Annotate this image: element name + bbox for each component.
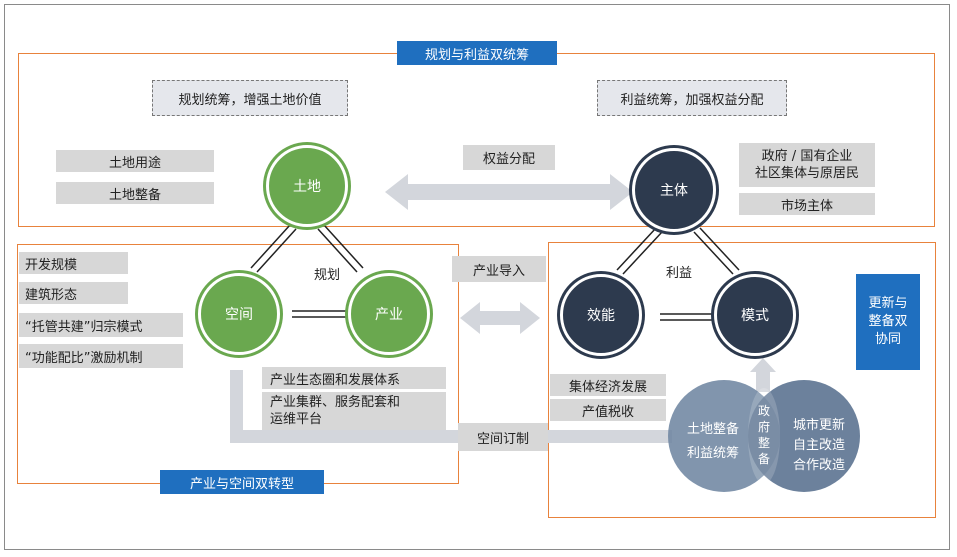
- collective-economy-tag: 集体经济发展: [550, 374, 666, 396]
- planning-overview-box: 规划统筹，增强土地价值: [152, 80, 348, 116]
- dev-scale-tag: 开发规模: [19, 252, 128, 274]
- building-form-tag: 建筑形态: [19, 282, 128, 304]
- synergy-line2: 整备双: [868, 314, 908, 329]
- venn-right-line2: 自主改造: [792, 438, 845, 453]
- government-line2: 社区集体与原居民: [754, 166, 859, 181]
- bottom-banner: 产业与空间双转型: [160, 470, 324, 494]
- venn-mid-line2: 府: [757, 420, 770, 434]
- mode-circle: 模式: [714, 274, 796, 356]
- venn-mid-line1: 政: [757, 404, 770, 418]
- synergy-box: 更新与 整备双 协同: [856, 274, 920, 370]
- planning-label: 规划: [314, 268, 341, 283]
- venn-left-line2: 利益统筹: [686, 446, 739, 461]
- function-ratio-tag: “功能配比”激励机制: [19, 344, 183, 368]
- venn-right-line3: 合作改造: [792, 458, 845, 473]
- tax-tag: 产值税收: [550, 399, 666, 421]
- industry-ecosystem-tag: 产业生态圈和发展体系: [262, 367, 446, 389]
- venn-left-line1: 土地整备: [686, 422, 739, 437]
- venn-mid-line3: 整: [757, 436, 770, 450]
- land-circle: 土地: [266, 145, 348, 227]
- land-prep-tag: 土地整备: [56, 182, 214, 204]
- industry-circle: 产业: [348, 273, 430, 355]
- industry-import-tag: 产业导入: [452, 256, 546, 282]
- efficiency-circle: 效能: [560, 274, 642, 356]
- government-tag: 政府 / 国有企业 社区集体与原居民: [739, 143, 875, 187]
- industry-cluster-line1: 产业集群、服务配套和: [270, 395, 401, 410]
- venn-mid-line4: 备: [757, 452, 770, 466]
- subject-circle: 主体: [632, 148, 716, 232]
- venn-right-line1: 城市更新: [792, 418, 845, 433]
- space-circle: 空间: [198, 273, 280, 355]
- land-use-tag: 土地用途: [56, 150, 214, 172]
- venn-overlap: [748, 388, 780, 484]
- benefit-overview-box: 利益统筹，加强权益分配: [597, 80, 787, 116]
- industry-cluster-tag: 产业集群、服务配套和 运维平台: [262, 392, 446, 430]
- market-subject-tag: 市场主体: [739, 193, 875, 215]
- space-custom-tag: 空间订制: [458, 423, 548, 451]
- benefit-label: 利益: [666, 266, 693, 281]
- industry-cluster-line2: 运维平台: [270, 412, 323, 427]
- synergy-line3: 协同: [874, 332, 901, 347]
- synergy-line1: 更新与: [868, 296, 908, 311]
- venn-right-circle: [748, 380, 860, 492]
- rights-allocation-tag: 权益分配: [463, 145, 555, 170]
- outer-frame: [4, 4, 950, 550]
- custody-mode-tag: “托管共建”归宗模式: [19, 313, 183, 337]
- renewal-region: [548, 242, 936, 518]
- top-banner: 规划与利益双统筹: [397, 41, 557, 65]
- government-line1: 政府 / 国有企业: [761, 149, 853, 164]
